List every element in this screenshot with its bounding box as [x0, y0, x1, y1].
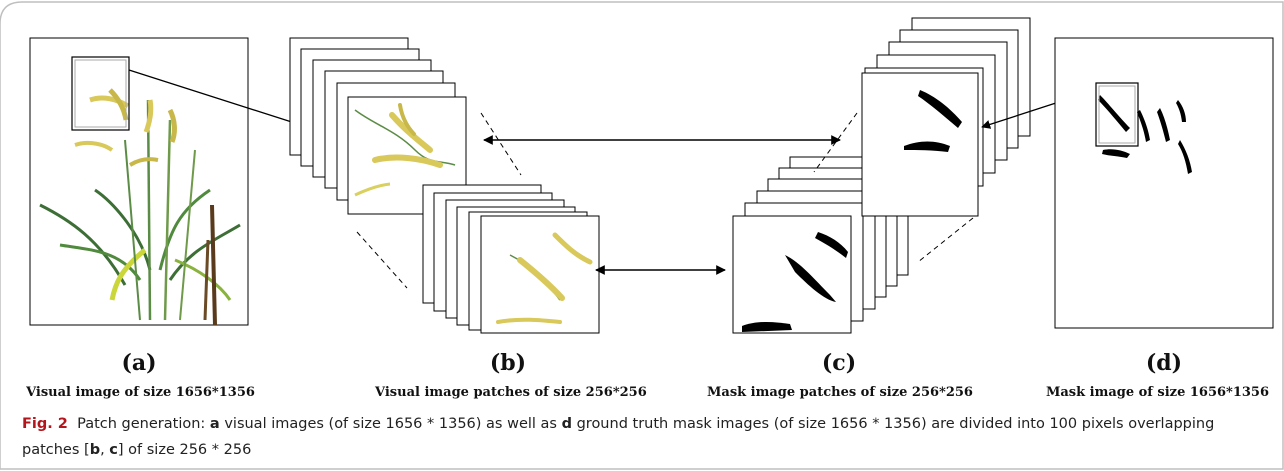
caption-text-4: ,	[100, 442, 110, 458]
panel-caption-b: Visual image patches of size 256*256	[375, 385, 647, 400]
caption-ref-d: d	[561, 416, 572, 432]
dashed-guide-c-1	[813, 112, 858, 173]
mask-patch-top-content	[904, 90, 962, 152]
panel-letter-a: (a)	[121, 350, 157, 376]
dashed-guide-b-2	[356, 231, 408, 289]
visual-patch-top-content	[354, 103, 456, 197]
panel-letter-d: (d)	[1145, 350, 1183, 376]
visual-patch-stack-bottom	[422, 184, 600, 334]
panel-letter-b: (b)	[489, 350, 527, 376]
panel-caption-a: Visual image of size 1656*1356	[26, 385, 255, 400]
panel-letter-c: (c)	[821, 350, 857, 376]
dashed-guide-b-1	[480, 112, 522, 176]
mask-patch-bottom-content	[742, 232, 848, 332]
figure-caption: Fig. 2 Patch generation: a visual images…	[22, 411, 1272, 463]
caption-text-3: ground truth mask images (of size 1656 *…	[22, 416, 1215, 458]
caption-text-2: visual images (of size 1656 * 1356) as w…	[219, 416, 562, 432]
visual-patch-bottom-content	[496, 232, 593, 324]
dashed-guide-c-2	[917, 217, 974, 263]
caption-ref-a: a	[209, 416, 220, 432]
visual-image-a	[29, 37, 249, 326]
caption-text-5: ] of size 256 * 256	[117, 442, 252, 458]
panel-caption-c: Mask image patches of size 256*256	[707, 385, 973, 400]
figure-label: Fig. 2	[22, 416, 68, 432]
caption-text-1: Patch generation:	[77, 416, 210, 432]
caption-ref-c: c	[109, 442, 118, 458]
caption-ref-b: b	[89, 442, 101, 458]
mask-image-d	[1054, 37, 1274, 329]
panel-caption-d: Mask image of size 1656*1356	[1045, 385, 1270, 400]
